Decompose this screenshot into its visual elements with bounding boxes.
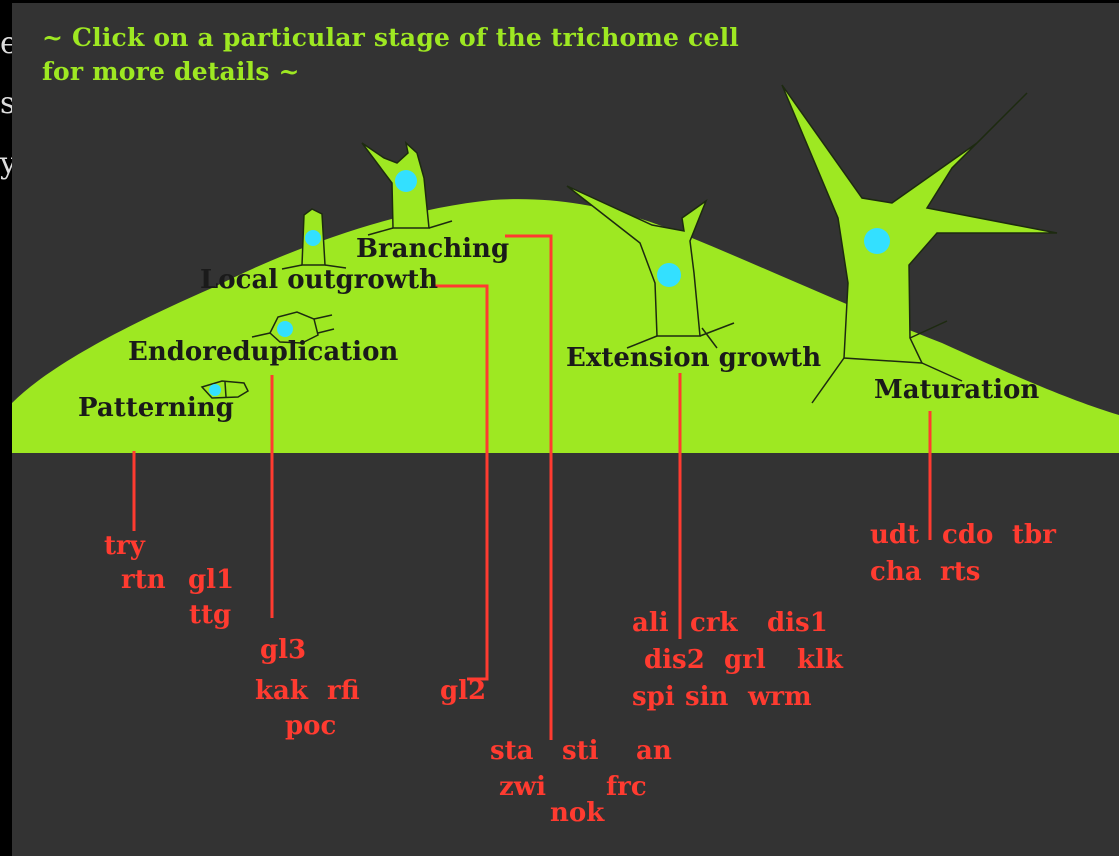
gene-label[interactable]: crk [690, 608, 738, 638]
gene-label[interactable]: cha [870, 557, 922, 587]
gene-label[interactable]: dis1 [767, 608, 828, 638]
gene-label[interactable]: sti [562, 736, 599, 766]
gene-label[interactable]: rfi [327, 676, 360, 706]
gene-label[interactable]: zwi [499, 772, 546, 802]
gene-label[interactable]: sin [685, 682, 728, 712]
gene-label[interactable]: ali [632, 608, 669, 638]
gene-label[interactable]: rts [940, 557, 980, 587]
gene-label[interactable]: try [104, 531, 145, 561]
gene-label[interactable]: udt [870, 520, 919, 550]
gene-label[interactable]: sta [490, 736, 534, 766]
gene-label[interactable]: kak [255, 676, 308, 706]
leaf-and-trichomes-illustration [12, 3, 1119, 856]
gene-label[interactable]: gl2 [440, 676, 486, 706]
stage-maturation[interactable]: Maturation [874, 375, 1039, 405]
gene-label[interactable]: cdo [942, 520, 993, 550]
gene-label[interactable]: klk [797, 645, 843, 675]
gene-label[interactable]: wrm [748, 682, 812, 712]
diagram-board: ~ Click on a particular stage of the tri… [12, 3, 1119, 856]
gene-label[interactable]: dis2 [644, 645, 705, 675]
gene-label[interactable]: nok [550, 798, 604, 828]
gene-label[interactable]: rtn [121, 565, 166, 595]
stage-local-outgrowth[interactable]: Local outgrowth [200, 265, 438, 295]
instructions-line-1: ~ Click on a particular stage of the tri… [42, 21, 739, 55]
stage-patterning[interactable]: Patterning [78, 393, 234, 423]
gene-label[interactable]: ttg [189, 600, 231, 630]
stage-extension-growth[interactable]: Extension growth [566, 343, 821, 373]
gene-label[interactable]: gl3 [260, 635, 306, 665]
stage-endoreduplication[interactable]: Endoreduplication [128, 337, 398, 367]
gene-label[interactable]: spi [632, 682, 675, 712]
gene-label[interactable]: an [636, 736, 672, 766]
gene-label[interactable]: gl1 [188, 565, 234, 595]
gene-label[interactable]: poc [285, 711, 336, 741]
instructions-line-2: for more details ~ [42, 55, 300, 89]
gene-label[interactable]: frc [606, 772, 647, 802]
gene-label[interactable]: grl [724, 645, 766, 675]
gene-label[interactable]: tbr [1012, 520, 1056, 550]
stage-branching[interactable]: Branching [356, 234, 509, 264]
